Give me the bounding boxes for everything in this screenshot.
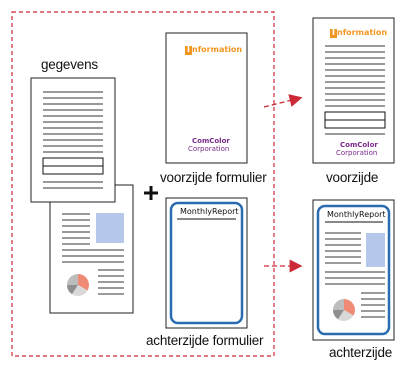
info-logo-icon [185, 46, 192, 55]
result-back-page [312, 199, 395, 341]
input-group-box [11, 11, 275, 357]
label-front-form: voorzijde formulier [160, 170, 267, 185]
label-data: gegevens [41, 57, 98, 72]
arrow-right-icon [263, 94, 303, 273]
back-form [165, 197, 248, 329]
result-front-page [312, 17, 395, 164]
company-line2: Corporation [188, 145, 230, 153]
result-header-rest: nformation [337, 28, 388, 37]
label-back: achterzijde [329, 345, 393, 360]
data-back-page [49, 184, 134, 314]
result-header-letter: I [332, 28, 335, 37]
result-company-line2: Corporation [336, 149, 378, 157]
report-title: MonthlyReport [180, 207, 239, 216]
form-header-letter: I [187, 45, 190, 54]
label-front: voorzijde [326, 170, 379, 185]
pie-chart-icon [67, 274, 89, 296]
image-placeholder-icon [96, 213, 124, 243]
label-back-form: achterzijde formulier [146, 333, 264, 348]
plus-icon [144, 186, 158, 200]
data-front-page [30, 77, 116, 203]
company-line1: ComColor [192, 137, 230, 145]
result-company-line1: ComColor [340, 141, 378, 149]
form-header-rest: nformation [192, 45, 243, 54]
result-report-title: MonthlyReport [327, 210, 386, 219]
front-form [165, 32, 248, 164]
